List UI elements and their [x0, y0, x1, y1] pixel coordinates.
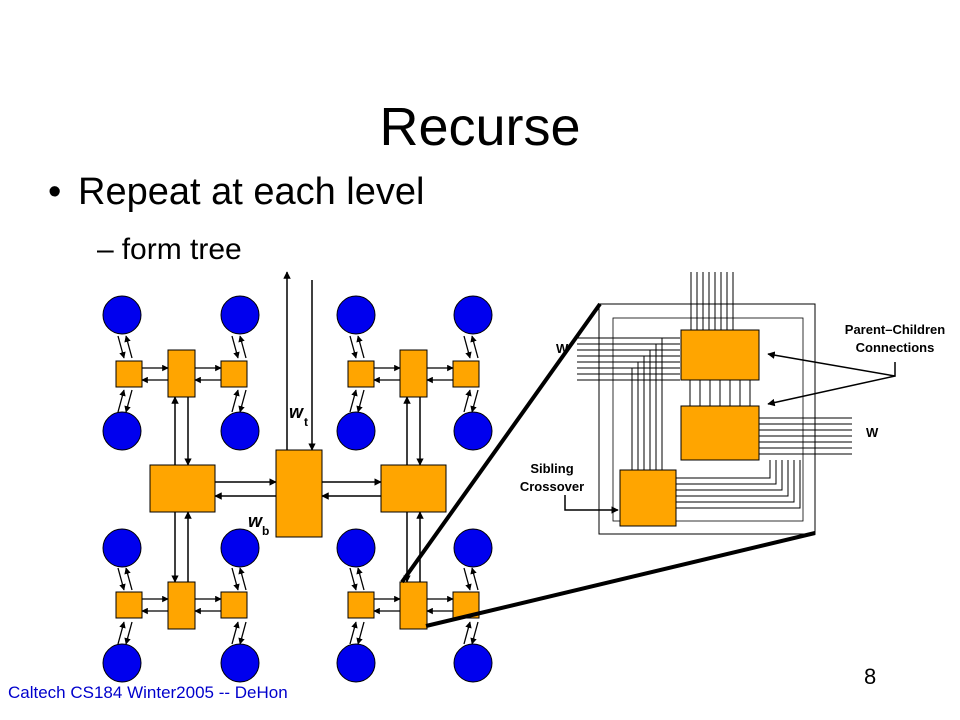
quadrant-top-right: [349, 335, 479, 413]
upper-switch: [680, 329, 760, 381]
zoom-frame: [598, 303, 816, 535]
switch-l0: [452, 360, 480, 388]
node: [220, 411, 260, 451]
sibling-label-line1: Sibling: [530, 461, 573, 476]
switch-l1: [399, 349, 428, 398]
switch-l2: [149, 464, 216, 513]
switch-l0: [115, 360, 143, 388]
sub-bullet-item: –form tree: [97, 230, 242, 270]
switch-l0: [220, 591, 248, 619]
switch-l0: [115, 591, 143, 619]
quadrant-top-left: [117, 335, 247, 413]
quadrant-bottom-right: [349, 567, 479, 645]
node: [102, 643, 142, 683]
zoom-w-left-label: W: [556, 341, 569, 356]
lower-switch: [619, 469, 677, 527]
zoom-switch-blocks: [619, 329, 760, 527]
node: [102, 295, 142, 335]
node: [336, 528, 376, 568]
quadrant-bottom-left: [117, 567, 247, 645]
page-number: 8: [864, 664, 877, 689]
switch-l0: [347, 360, 375, 388]
node: [220, 295, 260, 335]
switch-l1: [167, 581, 196, 630]
node: [336, 643, 376, 683]
node: [453, 411, 493, 451]
zoom-line-lower: [425, 531, 816, 628]
node: [102, 411, 142, 451]
sub-bullet-dash: –: [97, 233, 114, 266]
wt-subscript: t: [304, 415, 308, 429]
node: [453, 295, 493, 335]
wb-subscript: b: [262, 524, 269, 538]
switch-l2: [380, 464, 447, 513]
parent-children-label-line1: Parent–Children: [845, 322, 945, 337]
node: [453, 528, 493, 568]
node: [220, 528, 260, 568]
tree-network: [171, 271, 424, 583]
switch-l1: [167, 349, 196, 398]
sub-bullet-text: form tree: [121, 233, 242, 266]
slide-title: Recurse: [379, 97, 581, 157]
middle-switch: [680, 405, 760, 461]
zoom-line-upper: [400, 302, 602, 584]
parent-children-label-line2: Connections: [856, 340, 935, 355]
node: [102, 528, 142, 568]
switch-l0: [220, 360, 248, 388]
zoom-w-right-label: W: [866, 425, 879, 440]
zoom-detail: [577, 272, 852, 535]
switch-l0: [347, 591, 375, 619]
switch-boxes: [115, 349, 480, 630]
bullet-dot: •: [48, 171, 62, 213]
node: [220, 643, 260, 683]
switch-root: [275, 449, 323, 538]
switch-l1: [399, 581, 428, 630]
bullet-text: Repeat at each level: [78, 171, 425, 213]
node: [336, 411, 376, 451]
callout-arrows: [564, 351, 896, 514]
node: [453, 643, 493, 683]
sibling-label-line2: Crossover: [520, 479, 584, 494]
node: [336, 295, 376, 335]
wb-label: w: [248, 511, 263, 531]
bullet-item: • Repeat at each level: [48, 168, 424, 216]
wt-label: w: [289, 402, 304, 422]
processor-nodes: [102, 295, 493, 683]
slide-footer: Caltech CS184 Winter2005 -- DeHon: [8, 683, 288, 702]
